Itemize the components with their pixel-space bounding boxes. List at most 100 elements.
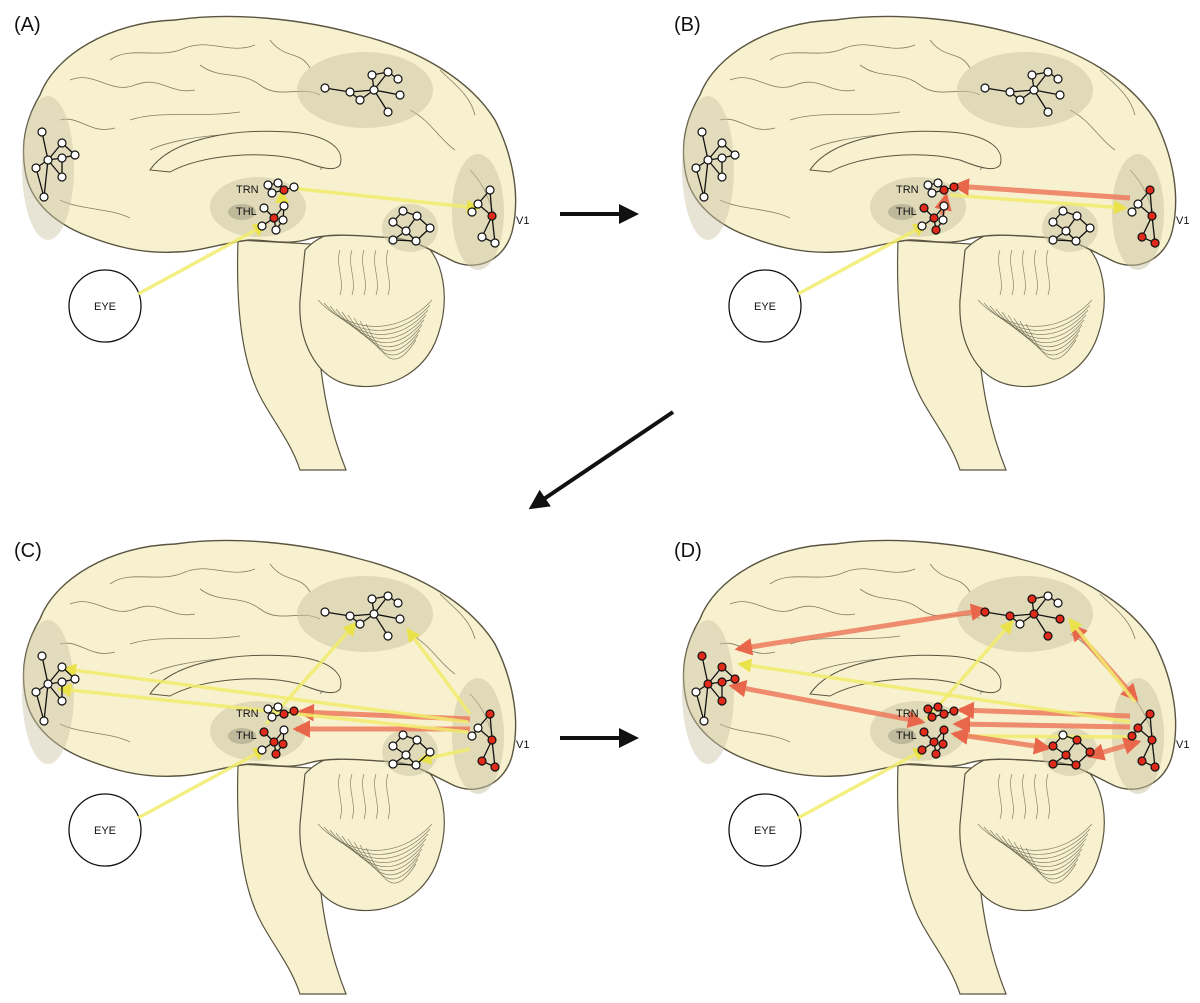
- thl-network: [257, 725, 289, 759]
- v1-label: V1: [516, 739, 529, 751]
- eye-circle: [728, 793, 802, 867]
- temporal-v1-arrow: [1086, 737, 1142, 761]
- parietal-region: [957, 576, 1093, 652]
- network-node: [388, 217, 398, 227]
- network-node: [1133, 723, 1143, 733]
- network-node: [1055, 90, 1065, 100]
- eye-label: EYE: [94, 825, 116, 837]
- network-node: [398, 730, 408, 740]
- eye-circle: [68, 793, 142, 867]
- network-node: [1150, 238, 1160, 248]
- trn-label: TRN: [896, 184, 919, 196]
- panel-label-d: (D): [674, 540, 702, 562]
- parietal-network: [320, 591, 405, 641]
- v1-to-parietal-arrow: [406, 627, 472, 716]
- network-node: [923, 704, 933, 714]
- network-node: [1015, 619, 1025, 629]
- network-node: [355, 619, 365, 629]
- temporal-network: [1048, 730, 1095, 770]
- network-node: [279, 725, 289, 735]
- network-node: [1072, 735, 1082, 745]
- frontal-network: [31, 127, 80, 202]
- network-node: [697, 127, 707, 137]
- cerebellum: [299, 226, 445, 388]
- network-node: [57, 677, 67, 687]
- frontal-region: [682, 96, 734, 240]
- network-node: [938, 739, 948, 749]
- network-node: [691, 687, 701, 697]
- thalamus-core: [228, 728, 256, 744]
- corpus-callosum: [149, 130, 342, 173]
- network-node: [730, 674, 740, 684]
- network-node: [699, 716, 709, 726]
- panel-label-c: (C): [14, 540, 42, 562]
- eye-circle: [68, 269, 142, 343]
- network-node: [43, 679, 53, 689]
- cerebellum: [959, 750, 1105, 912]
- network-node: [1043, 591, 1053, 601]
- network-node: [1058, 206, 1068, 216]
- network-node: [939, 185, 949, 195]
- v1-parietal-yellow-arrow: [1068, 617, 1137, 704]
- trn-label: TRN: [236, 708, 259, 720]
- network-node: [395, 90, 405, 100]
- network-node: [929, 213, 939, 223]
- network-node: [320, 607, 330, 617]
- network-node: [1058, 730, 1068, 740]
- network-node: [1085, 223, 1095, 233]
- network-node: [269, 213, 279, 223]
- network-node: [1043, 107, 1053, 117]
- eye-label: EYE: [754, 825, 776, 837]
- network-node: [1027, 70, 1037, 80]
- v1-network: [1127, 185, 1160, 248]
- network-node: [1029, 609, 1039, 619]
- network-node: [57, 172, 67, 182]
- network-node: [1015, 95, 1025, 105]
- network-node: [1043, 631, 1053, 641]
- thl-network: [257, 201, 289, 235]
- network-node: [1048, 741, 1058, 751]
- network-node: [289, 706, 299, 716]
- v1-label: V1: [516, 215, 529, 227]
- network-node: [401, 226, 411, 236]
- v1-region: [452, 678, 504, 794]
- network-node: [289, 182, 299, 192]
- v1-label: V1: [1176, 739, 1189, 751]
- parietal-region: [297, 576, 433, 652]
- network-node: [398, 206, 408, 216]
- network-node: [938, 215, 948, 225]
- network-node: [388, 741, 398, 751]
- network-node: [39, 192, 49, 202]
- thl-label: THL: [896, 206, 917, 218]
- network-node: [383, 67, 393, 77]
- thl-network: [917, 201, 949, 235]
- eye-label: EYE: [754, 301, 776, 313]
- network-node: [717, 153, 727, 163]
- network-node: [412, 211, 422, 221]
- optic-arrow: [137, 747, 268, 820]
- network-node: [70, 674, 80, 684]
- network-node: [43, 155, 53, 165]
- thl-to-v1-arrow: [949, 193, 1128, 215]
- frontal-region: [682, 620, 734, 764]
- thl-label: THL: [236, 206, 257, 218]
- network-node: [980, 83, 990, 93]
- network-node: [369, 609, 379, 619]
- cerebellum: [959, 226, 1105, 388]
- v1-frontal-arrow: [737, 658, 1131, 724]
- v1-region: [1112, 154, 1164, 270]
- network-node: [980, 607, 990, 617]
- network-node: [485, 709, 495, 719]
- network-node: [345, 611, 355, 621]
- optic-arrow: [137, 223, 268, 296]
- network-node: [57, 662, 67, 672]
- network-node: [263, 180, 273, 190]
- network-node: [383, 591, 393, 601]
- network-node: [259, 727, 269, 737]
- v1-region: [452, 154, 504, 270]
- network-node: [933, 178, 943, 188]
- network-node: [1085, 747, 1095, 757]
- network-node: [919, 727, 929, 737]
